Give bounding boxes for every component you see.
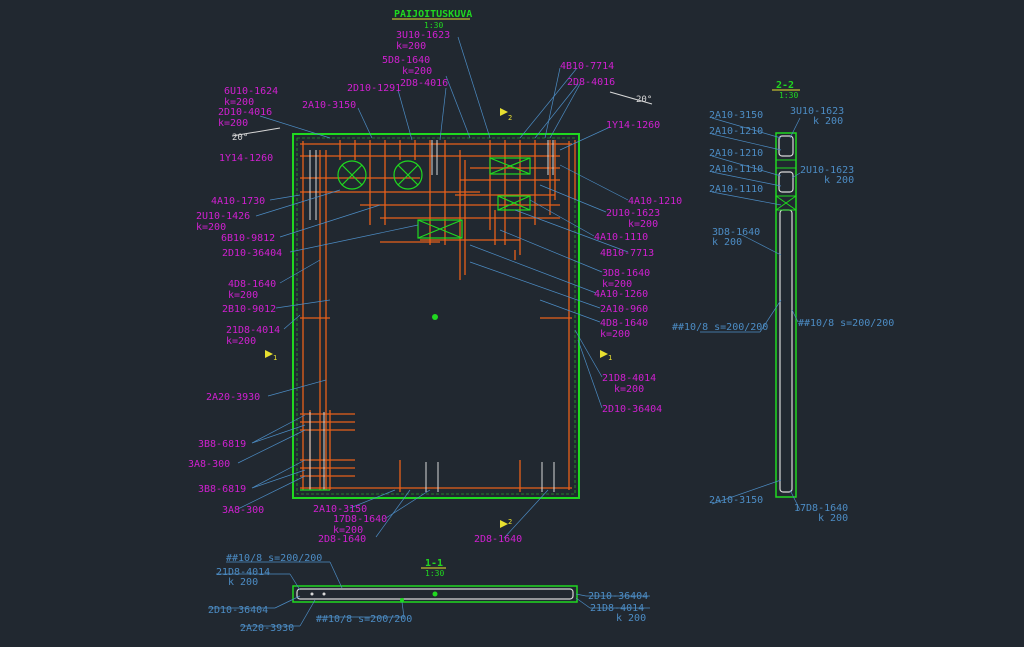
label: 2A10-1210 — [709, 126, 763, 137]
label: k=200 — [396, 41, 426, 52]
label: 2D10-36404 — [588, 591, 648, 602]
label: 4A10-1110 — [594, 232, 648, 243]
label: k 200 — [712, 237, 742, 248]
label: 3D8-1640 — [712, 227, 760, 238]
label: k=200 — [600, 329, 630, 340]
label: 3U10-1623 — [396, 30, 450, 41]
label: k=200 — [226, 336, 256, 347]
section-mark-top: 2 — [508, 114, 512, 122]
label: ##10/8 s=200/200 — [672, 322, 768, 333]
label: k 200 — [824, 175, 854, 186]
label: k=200 — [228, 290, 258, 301]
label: 2A20-3930 — [206, 392, 260, 403]
angle-label-left: 20° — [232, 133, 248, 143]
label: 21D8-4014 — [590, 603, 644, 614]
label: 4A10-1260 — [594, 289, 648, 300]
label: 2D8-1640 — [474, 534, 522, 545]
label: 1Y14-1260 — [219, 153, 273, 164]
label: 2D10-4016 — [218, 107, 272, 118]
label: k 200 — [813, 116, 843, 127]
label: 6U10-1624 — [224, 86, 278, 97]
label: 6B10-9812 — [221, 233, 275, 244]
label: k=200 — [218, 118, 248, 129]
label: 2D10-36404 — [602, 404, 662, 415]
section-2-2: 2-2 1:30 2A10-3150 3U10-1623 — [672, 80, 894, 524]
main-labels: 3U10-1623 k=200 5D8-1640 k=200 2D8-4016 … — [188, 30, 682, 545]
label: 3D8-1640 — [602, 268, 650, 279]
drawing-scale: 1:30 — [424, 21, 443, 30]
label: k=200 — [224, 97, 254, 108]
label: 2U10-1623 — [606, 208, 660, 219]
label: ##10/8 s=200/200 — [798, 318, 894, 329]
angle-label-right: 20° — [636, 95, 652, 105]
label: 2A10-3150 — [313, 504, 367, 515]
label: 21D8-4014 — [226, 325, 280, 336]
label: 4A10-1730 — [211, 196, 265, 207]
section-mark-bottom: 2 — [508, 518, 512, 526]
label: k=200 — [602, 279, 632, 290]
label: 2A10-1110 — [709, 164, 763, 175]
label: k 200 — [616, 613, 646, 624]
label: 17D8-1640 — [333, 514, 387, 525]
label: k 200 — [818, 513, 848, 524]
label: 2D10-1291 — [347, 83, 401, 94]
label: 4B10-7714 — [560, 61, 614, 72]
label: 3B8-6819 — [198, 439, 246, 450]
label: 2B10-9012 — [222, 304, 276, 315]
label: 4D8-1640 — [228, 279, 276, 290]
label: 2A10-1110 — [709, 184, 763, 195]
label: ##10/8 s=200/200 — [226, 553, 322, 564]
label: 2A10-1210 — [709, 148, 763, 159]
label: 3A8-300 — [188, 459, 230, 470]
label: k=200 — [628, 219, 658, 230]
label: 2D10-36404 — [222, 248, 282, 259]
label: 2A10-3150 — [709, 495, 763, 506]
label: 4A10-1210 — [628, 196, 682, 207]
main-elevation: 20° 20° 2 1 1 2 — [231, 36, 652, 539]
label: 4D8-1640 — [600, 318, 648, 329]
label: 2A10-3150 — [709, 110, 763, 121]
label: 2D8-1640 — [318, 534, 366, 545]
label: 2D10-36404 — [208, 605, 268, 616]
label: 5D8-1640 — [382, 55, 430, 66]
drawing-title: PAIJOITUSKUVA — [394, 9, 472, 20]
section-mark-right: 1 — [608, 354, 612, 362]
label: 2U10-1426 — [196, 211, 250, 222]
label: 3A8-300 — [222, 505, 264, 516]
label: 3U10-1623 — [790, 106, 844, 117]
label: 1Y14-1260 — [606, 120, 660, 131]
label: k 200 — [228, 577, 258, 588]
section-22-title: 2-2 — [776, 80, 794, 91]
section-1-1: 1-1 1:30 ##10/8 s=200/200 21D8-4014 k — [208, 553, 650, 634]
label: k=200 — [614, 384, 644, 395]
label: 2D8-4016 — [400, 78, 448, 89]
label: k=200 — [333, 525, 363, 536]
label: 21D8-4014 — [216, 567, 270, 578]
label: 3B8-6819 — [198, 484, 246, 495]
label: 4B10-7713 — [600, 248, 654, 259]
label: 2A10-960 — [600, 304, 648, 315]
section-11-title: 1-1 — [425, 558, 443, 569]
label: 2A10-3150 — [302, 100, 356, 111]
label: k=200 — [402, 66, 432, 77]
label: 2A20-3930 — [240, 623, 294, 634]
section-22-scale: 1:30 — [779, 91, 798, 100]
label: k=200 — [196, 222, 226, 233]
label: 2D8-4016 — [567, 77, 615, 88]
section-mark-left: 1 — [273, 354, 277, 362]
label: ##10/8 s=200/200 — [316, 614, 412, 625]
label: 17D8-1640 — [794, 503, 848, 514]
section-11-scale: 1:30 — [425, 569, 444, 578]
label: 2U10-1623 — [800, 165, 854, 176]
label: 21D8-4014 — [602, 373, 656, 384]
